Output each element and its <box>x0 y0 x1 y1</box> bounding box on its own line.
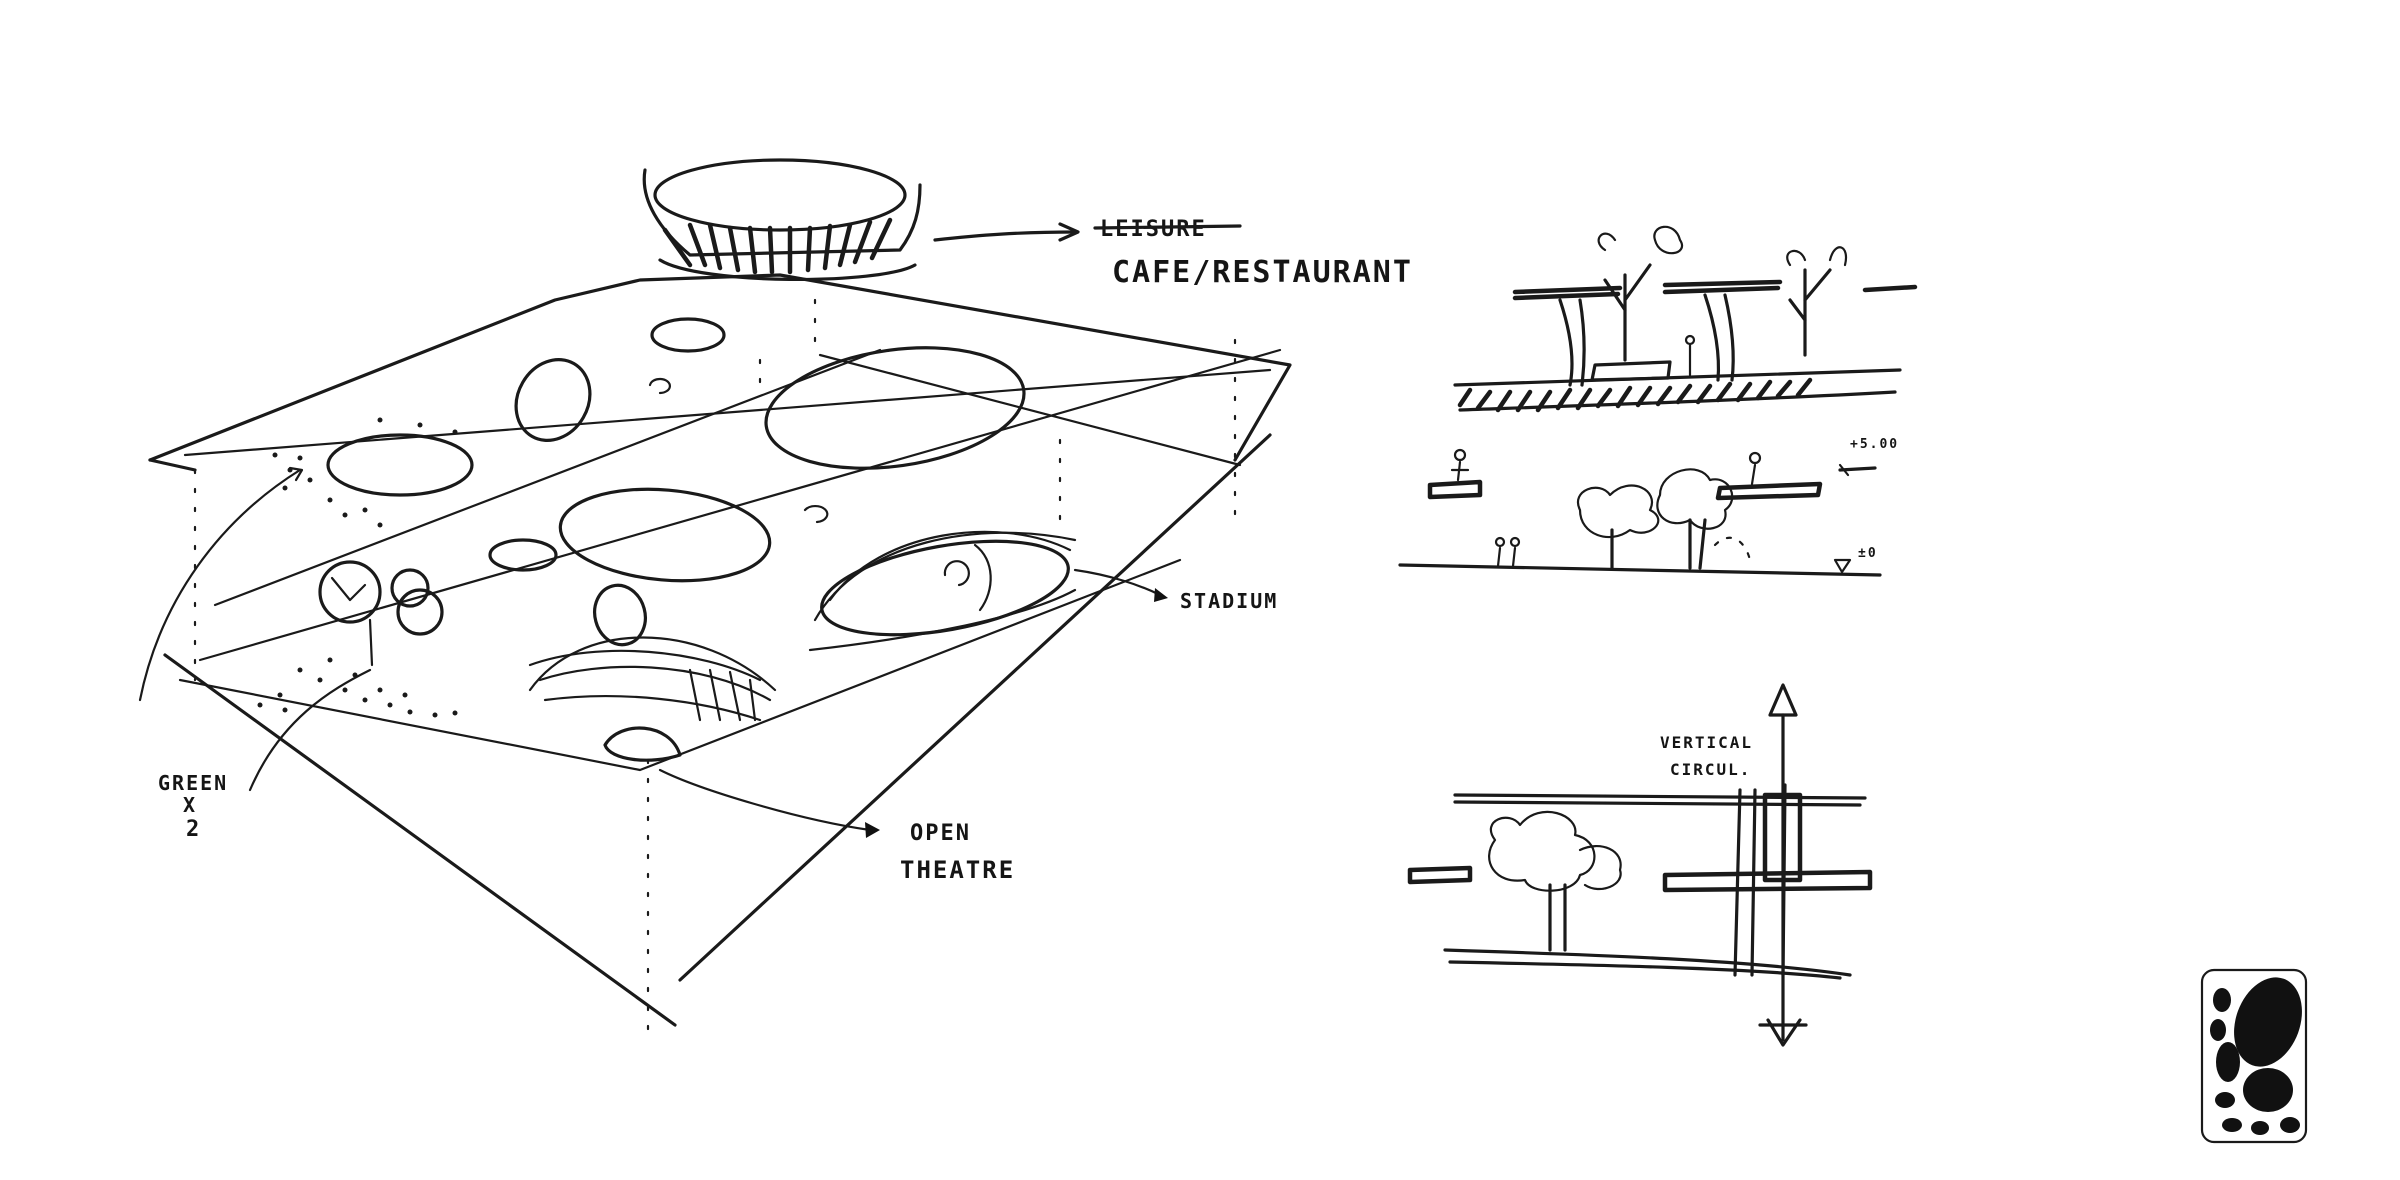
section-canopy <box>1453 225 1918 413</box>
section-levels: +5.00 ±0 <box>1398 437 1899 577</box>
leisure-struck-label: LEISURE <box>1100 217 1207 242</box>
green-label-line2: X <box>183 793 197 817</box>
section-vertical-circulation <box>1407 683 1873 1047</box>
axonometric-site-plan <box>138 158 1292 1042</box>
key-plan-icon <box>2200 968 2308 1144</box>
handwritten-labels: LEISURE CAFE/RESTAURANT STADIUM OPEN THE… <box>158 217 1753 884</box>
cafe-restaurant-disc <box>642 158 922 282</box>
open-theatre-label-line1: OPEN <box>910 821 971 846</box>
open-theatre-structure <box>528 636 777 762</box>
green-pavilion <box>318 560 444 667</box>
green-label-line3: 2 <box>186 817 201 842</box>
stadium-structure <box>808 530 1077 652</box>
cafe-restaurant-label: CAFE/RESTAURANT <box>1112 255 1413 290</box>
green-label-line1: GREEN <box>158 771 228 795</box>
open-theatre-label-line2: THEATRE <box>900 856 1015 884</box>
level-upper-label: +5.00 <box>1850 437 1899 452</box>
greenery-stipple <box>257 417 458 718</box>
vertical-circ-label-line1: VERTICAL <box>1660 733 1753 752</box>
level-ground-label: ±0 <box>1858 546 1878 561</box>
stadium-label: STADIUM <box>1180 589 1278 613</box>
vertical-circ-label-line2: CIRCUL. <box>1670 760 1751 779</box>
